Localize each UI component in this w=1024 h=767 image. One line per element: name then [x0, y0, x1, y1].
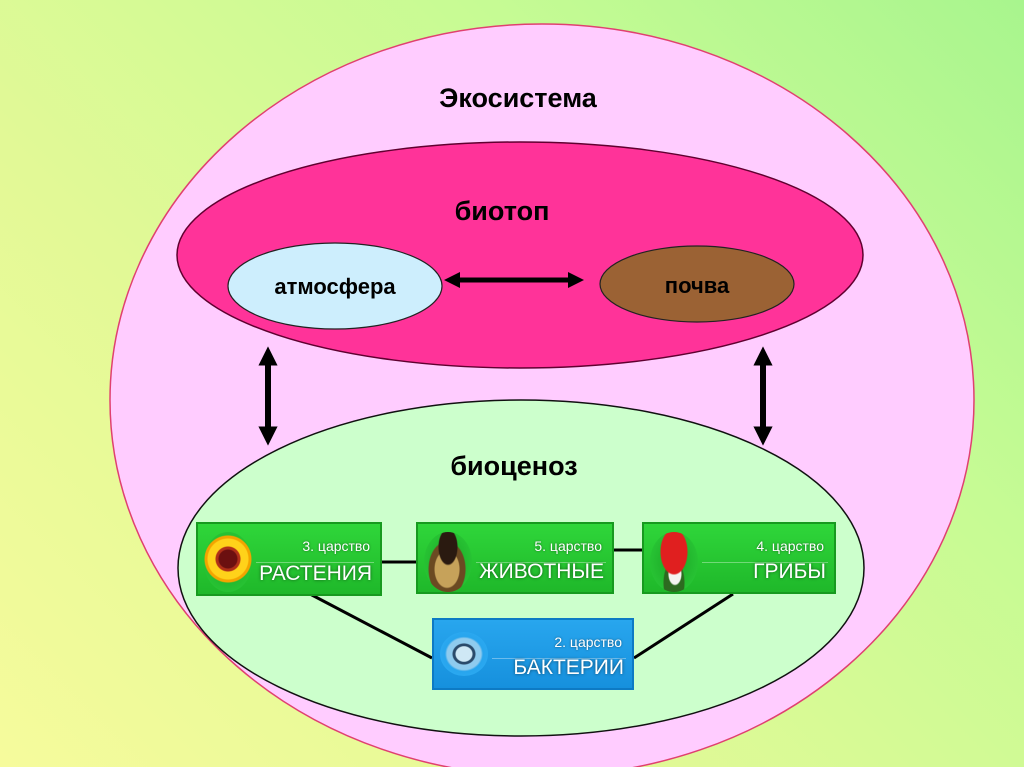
ecosystem-title: Экосистема	[439, 83, 598, 113]
kingdom-card-fungi: 4. царство ГРИБЫ	[642, 522, 836, 594]
dog-icon	[424, 532, 472, 592]
biocenosis-label: биоценоз	[450, 451, 577, 481]
bacteria-icon	[440, 632, 488, 676]
kingdom-card-bacteria: 2. царство БАКТЕРИИ	[432, 618, 634, 690]
mushroom-icon	[650, 532, 698, 592]
card-divider	[702, 562, 828, 563]
kingdom-card-animals: 5. царство ЖИВОТНЫЕ	[416, 522, 614, 594]
kingdom-card-plants: 3. царство РАСТЕНИЯ	[196, 522, 382, 596]
soil-label: почва	[665, 273, 730, 298]
connector-fungi-bacteria	[633, 592, 734, 660]
kingdom-name: ГРИБЫ	[753, 560, 826, 583]
sunflower-icon	[204, 532, 252, 592]
connector-plants-bacteria	[309, 592, 433, 660]
kingdom-name: ЖИВОТНЫЕ	[479, 560, 604, 583]
kingdom-number: 3. царство	[302, 538, 370, 554]
kingdom-number: 5. царство	[534, 538, 602, 554]
soil-ellipse	[599, 245, 795, 323]
kingdom-name: БАКТЕРИИ	[513, 656, 624, 679]
atmosphere-label: атмосфера	[274, 274, 396, 299]
kingdom-number: 4. царство	[756, 538, 824, 554]
card-divider	[476, 562, 606, 563]
atmosphere-ellipse	[227, 242, 443, 330]
card-divider	[492, 658, 626, 659]
kingdom-number: 2. царство	[554, 634, 622, 650]
kingdom-name: РАСТЕНИЯ	[259, 562, 372, 585]
card-divider	[256, 562, 374, 563]
biotope-label: биотоп	[455, 196, 550, 226]
